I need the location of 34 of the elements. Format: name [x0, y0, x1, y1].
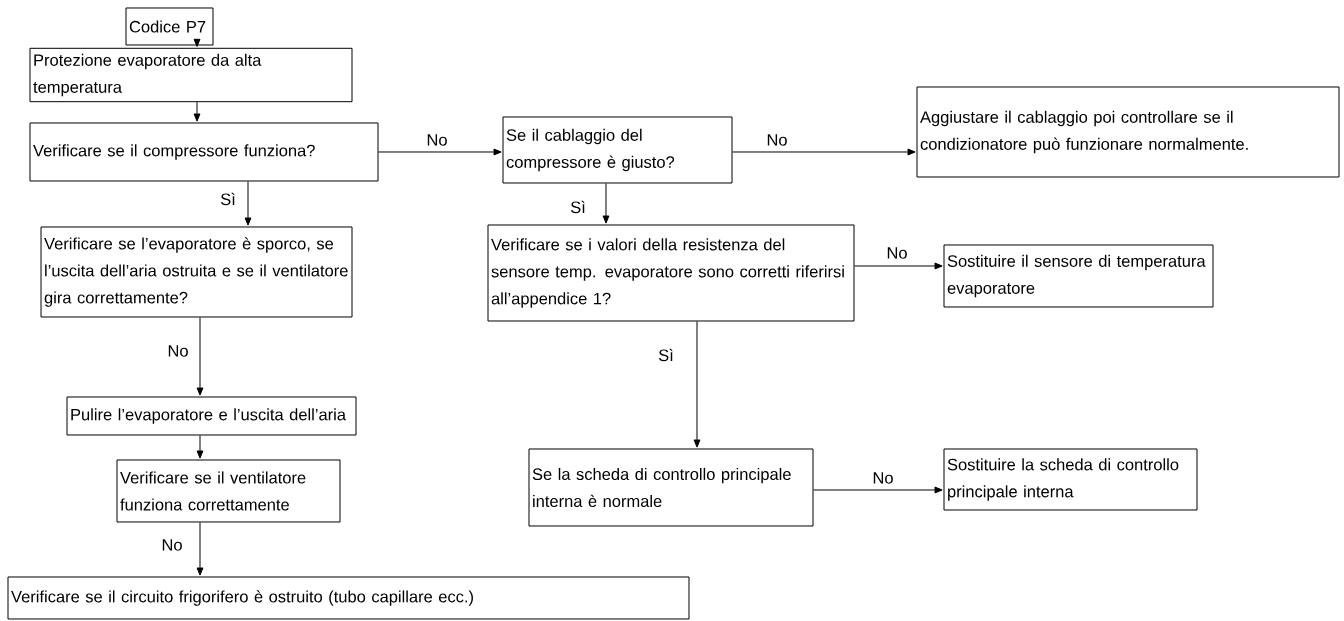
process-box: Verificare se il ventilatore funziona correttamente: [116, 459, 341, 523]
edge-label: No: [162, 539, 182, 551]
arrow: [813, 486, 943, 494]
arrow: [196, 317, 204, 396]
edge-label: Sì: [658, 348, 673, 362]
process-box: Pulire l’evaporatore e l’uscita dell’aria: [66, 396, 357, 436]
arrow: [193, 101, 201, 122]
process-box: Verificare se il compressore funziona?: [29, 122, 379, 182]
process-box: Codice P7: [125, 7, 214, 46]
arrow: [196, 522, 204, 576]
arrow: [693, 321, 701, 448]
edge-label: No: [427, 134, 447, 146]
arrow: [732, 148, 916, 156]
process-box: Verificare se i valori della resistenza del sensore temp. evaporatore sono corretti riferirsi all’appendice 1?: [487, 224, 855, 322]
edge-label: Sì: [220, 192, 235, 206]
edge-label: Sì: [570, 200, 585, 214]
process-box: Verificare se il circuito frigorifero è ostruito (tubo capillare ecc.): [7, 576, 690, 620]
arrow: [378, 148, 502, 156]
edge-label: No: [168, 345, 188, 357]
edge-label: No: [887, 247, 907, 259]
process-box: Se la scheda di controllo principale interna è normale: [528, 448, 814, 527]
edge-label: No: [873, 472, 893, 484]
process-box: Protezione evaporatore da alta temperatura: [29, 47, 353, 103]
arrow: [196, 435, 204, 459]
process-box: Aggiustare il cablaggio poi controllare se il condizionatore può funzionare normalmente.: [916, 86, 1340, 178]
arrow: [244, 181, 252, 226]
edge-label: No: [767, 134, 787, 146]
process-box: Verificare se l’evaporatore è sporco, se l’uscita dell’aria ostruita e se il ventilatore gira correttamente?: [40, 226, 353, 318]
arrow: [193, 38, 201, 47]
process-box: Sostituire la scheda di controllo principale interna: [943, 448, 1198, 511]
arrow: [854, 262, 943, 270]
arrow: [602, 183, 610, 224]
process-box: Se il cablaggio del compressore è giusto?: [502, 116, 733, 184]
process-box: Sostituire il sensore di temperatura evaporatore: [943, 244, 1214, 308]
